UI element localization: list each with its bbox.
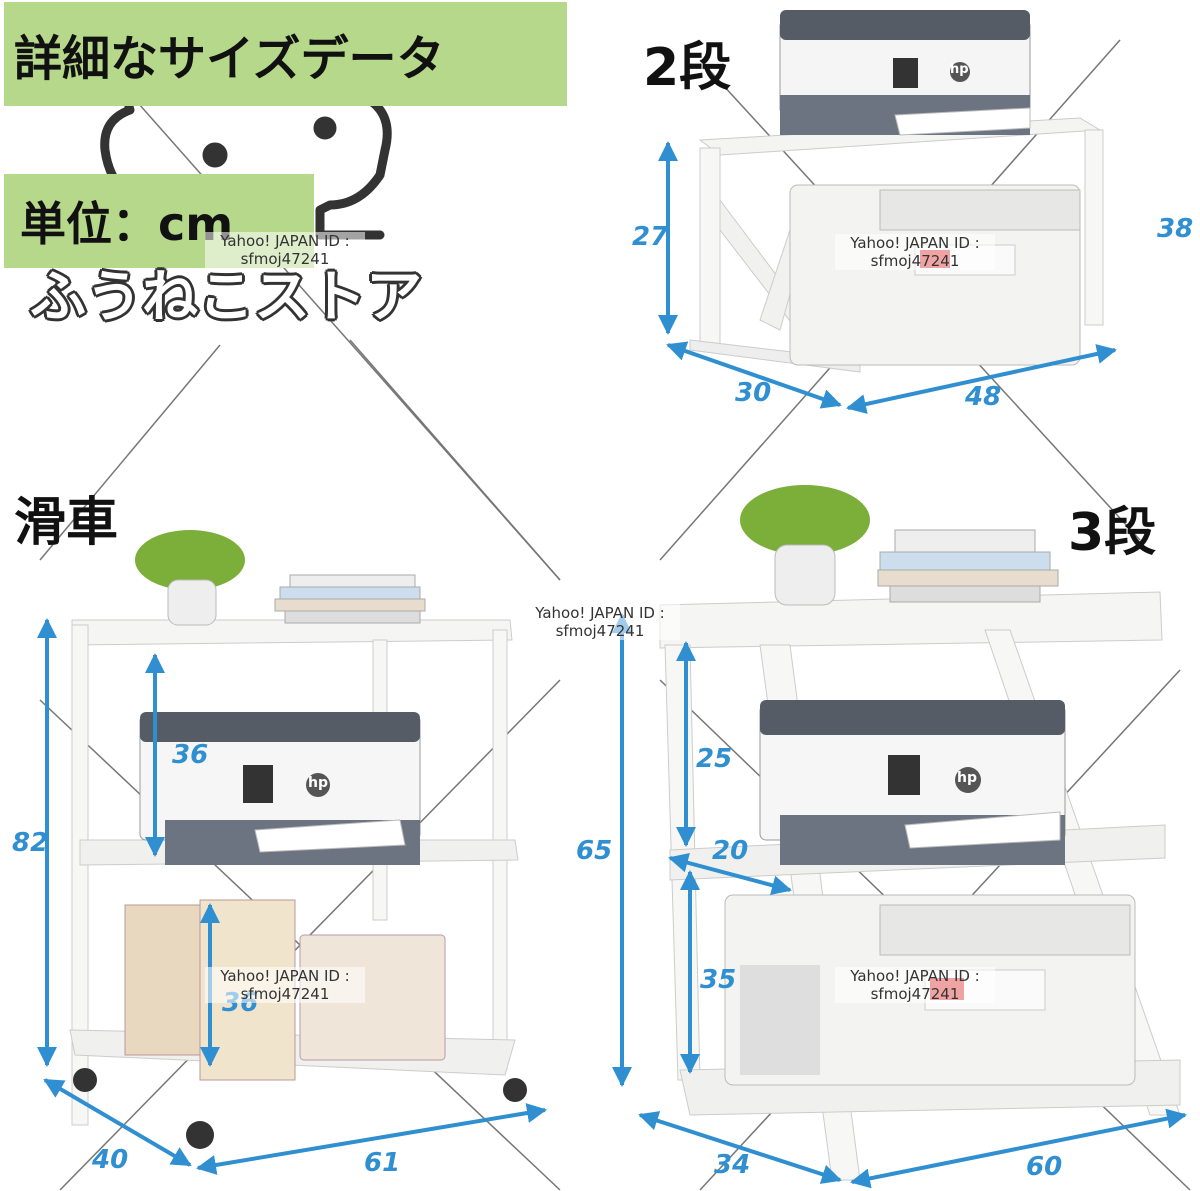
dim-three-tier-upper-gap: 25 xyxy=(696,744,733,774)
dim-casters-upper-gap: 36 xyxy=(172,740,209,770)
hp-brand-text: hp xyxy=(308,775,328,791)
dim-three-tier-lower-gap: 35 xyxy=(700,965,737,995)
watermark: Yahoo! JAPAN ID :sfmoj47241 xyxy=(520,604,680,640)
dim-two-tier-depth: 30 xyxy=(735,378,772,408)
dim-three-tier-shelf-depth: 20 xyxy=(712,836,749,866)
dim-two-tier-height: 27 xyxy=(632,222,669,252)
caster-stand xyxy=(69,530,527,1149)
watermark: Yahoo! JAPAN ID :sfmoj47241 xyxy=(835,234,995,270)
watermark: Yahoo! JAPAN ID :sfmoj47241 xyxy=(205,232,365,268)
header-title: 詳細なサイズデータ xyxy=(4,2,567,106)
hp-logo-icon xyxy=(950,62,970,82)
store-name: ふうねこストア xyxy=(30,265,422,330)
watermark: Yahoo! JAPAN ID :sfmoj47241 xyxy=(835,967,995,1003)
hp-logo-icon-3 xyxy=(955,767,981,793)
dim-two-tier-width: 48 xyxy=(965,382,1002,412)
three-tier-dimension-arrows xyxy=(612,613,1187,1189)
section-label-casters: 滑車 xyxy=(14,493,119,553)
section-label-three-tier: 3段 xyxy=(1068,503,1157,563)
watermark: Yahoo! JAPAN ID :sfmoj47241 xyxy=(205,967,365,1003)
hp-brand-text: hp xyxy=(950,62,969,77)
dim-three-tier-width: 60 xyxy=(1026,1152,1063,1182)
dim-three-tier-depth: 34 xyxy=(714,1150,751,1180)
two-tier-dimension-arrows xyxy=(658,141,1117,414)
two-tier-stand xyxy=(689,10,1104,373)
dim-casters-width: 61 xyxy=(364,1148,401,1178)
hp-brand-text: hp xyxy=(957,770,977,786)
dim-casters-total-height: 82 xyxy=(12,828,49,858)
dim-three-tier-total-height: 65 xyxy=(576,836,613,866)
three-tier-stand xyxy=(659,485,1181,1181)
caster-dimension-arrows xyxy=(37,618,547,1175)
section-label-two-tier: 2段 xyxy=(643,38,732,98)
dim-casters-depth: 40 xyxy=(92,1145,129,1175)
hp-logo-icon-2 xyxy=(306,773,330,797)
dim-two-tier-total-height: 38 xyxy=(1157,214,1194,244)
